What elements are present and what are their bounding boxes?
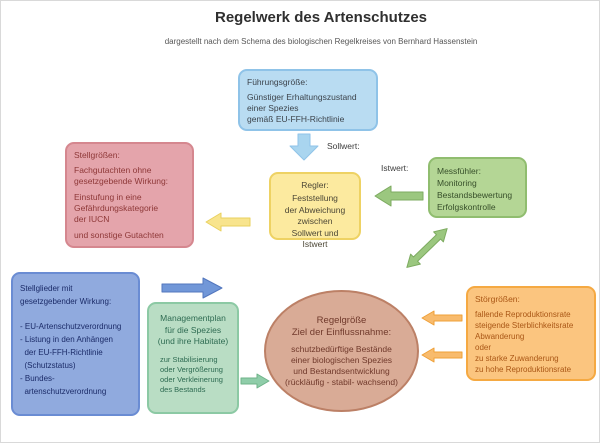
label-sollwert: Sollwert: xyxy=(327,141,360,151)
node-fuehrungsgroesse-title: Führungsgröße: xyxy=(247,77,308,87)
node-stellglieder-title: Stellglieder mit gesetzgebender Wirkung: xyxy=(20,282,131,308)
text-line: Monitoring xyxy=(437,178,477,188)
text-line: Managementplan xyxy=(160,313,226,323)
text-line: Sollwert und Istwert xyxy=(291,227,339,250)
text-line: einer Spezies xyxy=(247,103,299,113)
regelgroesse-messfuehler-double-arrow xyxy=(406,228,448,268)
text-line: der Abweichung xyxy=(284,204,346,215)
text-line: (Schutzstatus) xyxy=(20,361,76,370)
text-line: der IUCN xyxy=(74,214,110,224)
text-line: - EU-Artenschutzverordnung xyxy=(20,322,122,331)
text-line: oder Verkleinerung xyxy=(160,374,223,384)
text-line: und Bestandsentwicklung xyxy=(293,365,390,376)
node-stoergroessen-title: Störgrößen: xyxy=(475,294,520,304)
text-line: gemäß EU-FFH-Richtlinie xyxy=(247,114,345,124)
regler-to-stellgroessen-arrow xyxy=(205,212,251,232)
text-line: zu starke Zuwanderung xyxy=(475,354,559,363)
text-line: zu hohe Reproduktionsrate xyxy=(475,365,572,374)
node-messfuehler-title: Messfühler: xyxy=(437,166,481,176)
text-line: Abwanderung xyxy=(475,332,525,341)
text-line: des Bestands xyxy=(160,384,206,394)
text-line: steigende Sterblichkeitsrate xyxy=(475,321,574,330)
node-stellglieder-items: - EU-Artenschutzverordnung - Listung in d… xyxy=(20,320,131,398)
stoergroessen-arrow-top xyxy=(421,310,463,326)
text-line: und sonstige Gutachten xyxy=(74,230,164,240)
text-line: Regelgröße xyxy=(316,314,367,326)
text-line: der EU-FFH-Richtlinie xyxy=(20,348,103,357)
text-line: artenschutzverordnung xyxy=(20,387,107,396)
istwert-left-arrow xyxy=(374,185,424,207)
text-line: gesetzgebender Wirkung: xyxy=(20,297,112,306)
text-line: Einstufung in eine xyxy=(74,192,142,202)
management-to-regelgroesse-arrow xyxy=(240,373,270,389)
text-line: zur Stabilisierung xyxy=(160,354,218,364)
text-line: oder xyxy=(475,343,492,352)
text-line: Erfolgskontrolle xyxy=(437,202,496,212)
text-line: gesetzgebende Wirkung: xyxy=(74,176,169,186)
text-line: zwischen xyxy=(297,216,333,226)
text-line: Stellglieder mit xyxy=(20,284,73,293)
node-regler-title: Regler: xyxy=(301,180,329,190)
text-line: Gefährdungskategorie xyxy=(74,203,159,213)
text-line: Feststellung xyxy=(292,193,338,203)
node-stellgroessen-title: Stellgrößen: xyxy=(74,150,120,160)
text-line: (und ihre Habitate) xyxy=(157,336,229,346)
node-stoergroessen-body: fallende Reproduktionsrate steigende Ster… xyxy=(475,309,587,375)
text-line: schutzbedürftige Bestände xyxy=(291,343,392,354)
text-line: - Bundes- xyxy=(20,374,55,383)
text-line: Ziel der Einflussnahme: xyxy=(291,326,392,338)
text-line: Bestandsbewertung xyxy=(437,190,513,200)
text-line: (rückläufig - stabil- wachsend) xyxy=(285,376,398,387)
stoergroessen-arrow-bottom xyxy=(421,347,463,363)
label-istwert: Istwert: xyxy=(381,163,409,173)
text-line: Günstiger Erhaltungszustand xyxy=(247,92,357,102)
text-line: einer biologischen Spezies xyxy=(290,354,393,365)
page-title: Regelwerk des Artenschutzes xyxy=(214,9,428,26)
text-line: für die Spezies xyxy=(164,324,222,335)
node-fuehrungsgroesse: Führungsgröße: Günstiger Erhaltungszusta… xyxy=(238,69,378,131)
text-line: fallende Reproduktionsrate xyxy=(475,310,571,319)
node-stellgroessen-para3: und sonstige Gutachten xyxy=(74,230,185,241)
text-line: Fachgutachten ohne xyxy=(74,165,152,175)
node-stoergroessen: Störgrößen: fallende Reproduktionsrate st… xyxy=(466,286,596,381)
sollwert-down-arrow xyxy=(289,133,319,161)
page-subtitle: dargestellt nach dem Schema des biologis… xyxy=(164,37,478,46)
stellglieder-to-management-arrow xyxy=(161,277,223,299)
text-line: oder Vergrößerung xyxy=(160,364,223,374)
text-line: - Listung in den Anhängen xyxy=(20,335,113,344)
